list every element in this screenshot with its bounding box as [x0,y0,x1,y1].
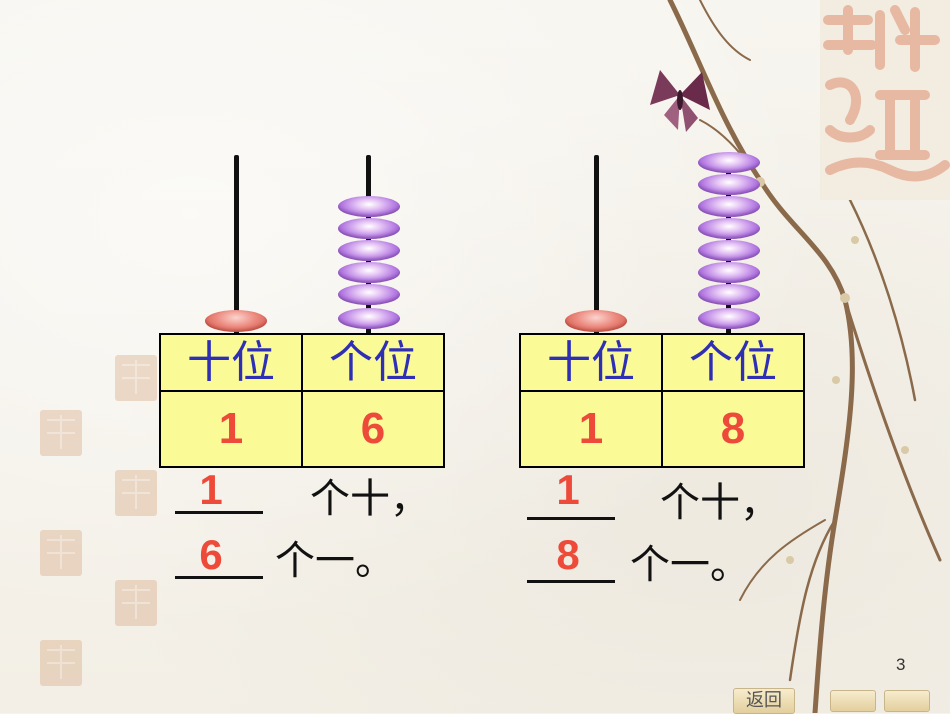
ones-answer: 6 [199,531,223,578]
ones-blank [527,580,615,583]
ones-bead [698,174,760,195]
tens-blank [175,511,263,514]
ones-sentence: 个一。 [275,538,395,584]
ones-blank [175,576,263,579]
ones-bead [698,196,760,217]
ones-bead [338,240,400,261]
ones-bead [338,218,400,239]
tens-value: 1 [519,390,663,468]
tens-bead [565,310,627,332]
tens-value: 1 [159,390,303,468]
place-value-table-2: 十位 个位 1 8 [519,333,805,468]
tens-bead [205,310,267,332]
ones-bead [338,284,400,305]
place-value-table-1: 十位 个位 1 6 [159,333,445,468]
ones-value: 8 [661,390,805,468]
ones-bead [338,308,400,329]
tens-sentence: 个十， [310,476,430,522]
tens-header: 十位 [519,333,663,392]
ones-bead [698,308,760,329]
ones-bead [338,262,400,283]
ones-header: 个位 [301,333,445,392]
ones-sentence: 个一。 [630,542,750,588]
page-number: 3 [896,655,906,674]
ones-bead [698,262,760,283]
tens-blank [527,517,615,520]
tens-header: 十位 [159,333,303,392]
auspicious-seal-icon [820,0,950,200]
ones-bead [698,284,760,305]
next-slide-button[interactable] [884,690,930,712]
ones-bead [698,218,760,239]
tens-answer: 1 [556,466,580,513]
ones-value: 6 [301,390,445,468]
tens-sentence: 个十， [660,480,780,526]
square-seal-stamp-icon [40,355,157,686]
ones-bead [698,152,760,173]
ones-header: 个位 [661,333,805,392]
tens-answer: 1 [199,466,223,513]
ones-bead [698,240,760,261]
plum-branch-butterfly-icon [650,0,942,713]
prev-slide-button[interactable] [830,690,876,712]
back-button[interactable]: 返回 [733,688,795,714]
ones-bead [338,196,400,217]
ones-answer: 8 [556,531,580,578]
tens-rod [234,155,239,335]
tens-rod [594,155,599,335]
